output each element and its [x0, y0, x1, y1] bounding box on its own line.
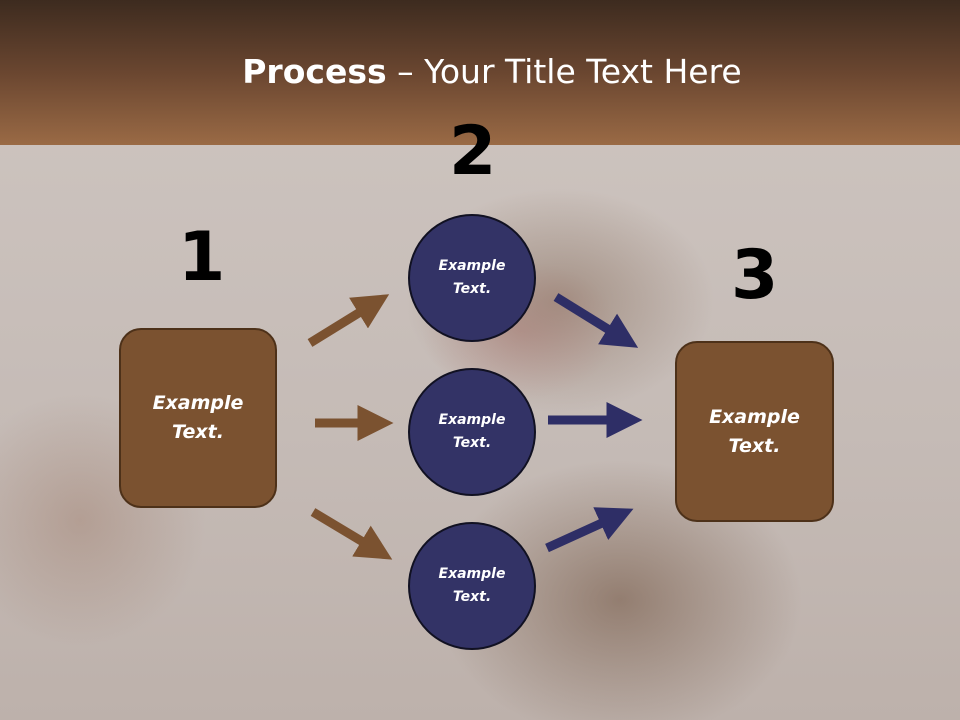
title-bold-part: Process	[242, 52, 387, 91]
title-rest-part: – Your Title Text Here	[386, 52, 742, 91]
arrow-to-bottom-circle	[310, 508, 393, 560]
top-circle-text: Example Text.	[438, 258, 506, 297]
right-box-text: Example Text.	[709, 405, 800, 457]
title-bar	[0, 0, 960, 145]
middle-circle-text: Example Text.	[438, 412, 506, 451]
arrow-from-top-circle	[553, 293, 639, 348]
left-box-text: Example Text.	[152, 392, 244, 443]
step-number-1: 1	[178, 218, 226, 297]
top-circle: Example Text.	[408, 214, 536, 342]
arrow-from-bottom-circle	[545, 507, 634, 553]
slide-title: Process – Your Title Text Here	[0, 52, 960, 91]
arrow-to-top-circle	[307, 294, 390, 347]
bottom-circle: Example Text.	[408, 522, 536, 650]
step-number-3: 3	[731, 236, 779, 315]
bottom-circle-text: Example Text.	[438, 566, 506, 605]
right-process-box: Example Text.	[675, 341, 834, 522]
left-process-box: Example Text.	[119, 328, 277, 508]
step-number-2: 2	[449, 112, 497, 191]
middle-circle: Example Text.	[408, 368, 536, 496]
